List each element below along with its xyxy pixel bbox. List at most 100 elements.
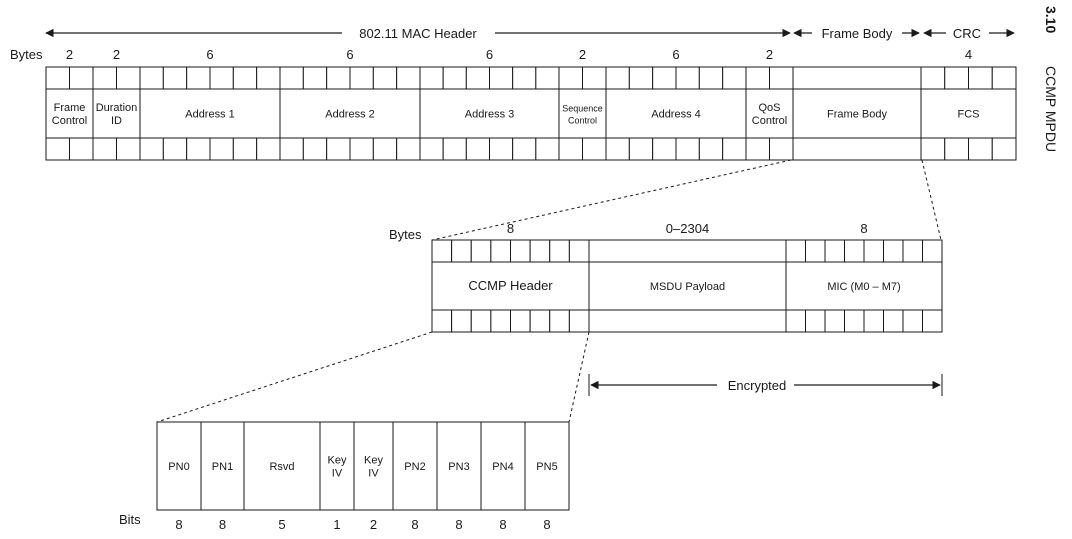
byte-cell [45,66,70,90]
byte-cell [675,66,700,90]
field-bits: 2 [370,517,377,532]
byte-cell [844,239,865,263]
field-label: Key [328,455,347,467]
byte-cell [512,137,537,161]
field-bits: 8 [543,517,550,532]
byte-cell [883,239,904,263]
byte-cell [652,137,677,161]
field-label: Address 4 [651,109,701,121]
byte-cell [419,137,444,161]
byte-cell [279,66,304,90]
field-label: Control [52,115,87,127]
byte-cell [582,137,607,161]
connector-right-bottom [568,331,590,423]
mac-header-span: 802.11 MAC Header [45,26,791,41]
byte-cell [582,66,607,90]
field-bits: 8 [411,517,418,532]
field-label: PN1 [212,461,233,473]
field-bits: 5 [278,517,285,532]
field-label: Frame Body [827,109,887,121]
byte-cell [968,137,993,161]
byte-cell [326,66,351,90]
byte-cell [302,66,328,90]
byte-cell [698,66,724,90]
field-label: Control [568,116,597,126]
field-pn2: PN2 8 [392,421,438,532]
byte-cell [232,66,258,90]
byte-cell [991,137,1017,161]
byte-cell [745,137,770,161]
frame-body-span: Frame Body [793,26,920,41]
byte-cell [92,66,117,90]
byte-cell [209,66,234,90]
byte-cell [944,66,969,90]
byte-cell [512,66,537,90]
field-bits: 8 [499,517,506,532]
byte-cell [116,66,141,90]
field-frame-body: Frame Body [792,66,922,161]
byte-cell [745,66,770,90]
byte-cell [558,66,583,90]
field-bytes: 4 [965,47,972,62]
byte-cell [372,137,398,161]
byte-cell [396,66,421,90]
byte-cell [186,137,211,161]
field-label: PN0 [168,461,189,473]
byte-cell [535,66,560,90]
byte-cell [442,137,467,161]
field-bits: 8 [175,517,182,532]
field-label: ID [111,115,122,127]
byte-cell [902,309,923,333]
field-bytes: 6 [672,47,679,62]
field-bytes: 8 [507,221,514,236]
byte-cell [470,309,492,333]
byte-cell [535,137,560,161]
byte-cell [698,137,724,161]
byte-cell [396,137,421,161]
field-bits: 8 [219,517,226,532]
byte-cell [922,239,943,263]
byte-cell [529,309,551,333]
byte-cell [558,137,583,161]
byte-cell [844,309,865,333]
field-label: MIC (M0 – M7) [827,281,900,293]
byte-cell [209,137,234,161]
connector-right-top [921,159,942,241]
encrypted-span: Encrypted [588,374,943,396]
field-label: PN4 [492,461,513,473]
field-bits: 8 [455,517,462,532]
crc-span: CRC [923,26,1015,41]
mac-header-span-label: 802.11 MAC Header [359,26,477,41]
connector-left-top [431,159,792,241]
byte-cell [302,137,328,161]
field-bytes: 8 [860,221,867,236]
byte-cell [431,309,453,333]
field-bytes: 0–2304 [666,221,709,236]
byte-cell [675,137,700,161]
byte-cell [824,239,845,263]
byte-cell [920,66,946,90]
byte-cell [256,137,281,161]
byte-cell [162,137,188,161]
byte-cell [349,66,374,90]
field-bytes: 2 [113,47,120,62]
byte-cell [186,66,211,90]
field-label: Control [752,115,787,127]
byte-cell [139,137,164,161]
field-label: PN2 [404,461,425,473]
field-label: Address 2 [325,109,375,121]
byte-cell [769,137,794,161]
byte-cell [722,137,747,161]
field-label: Sequence [562,104,603,114]
